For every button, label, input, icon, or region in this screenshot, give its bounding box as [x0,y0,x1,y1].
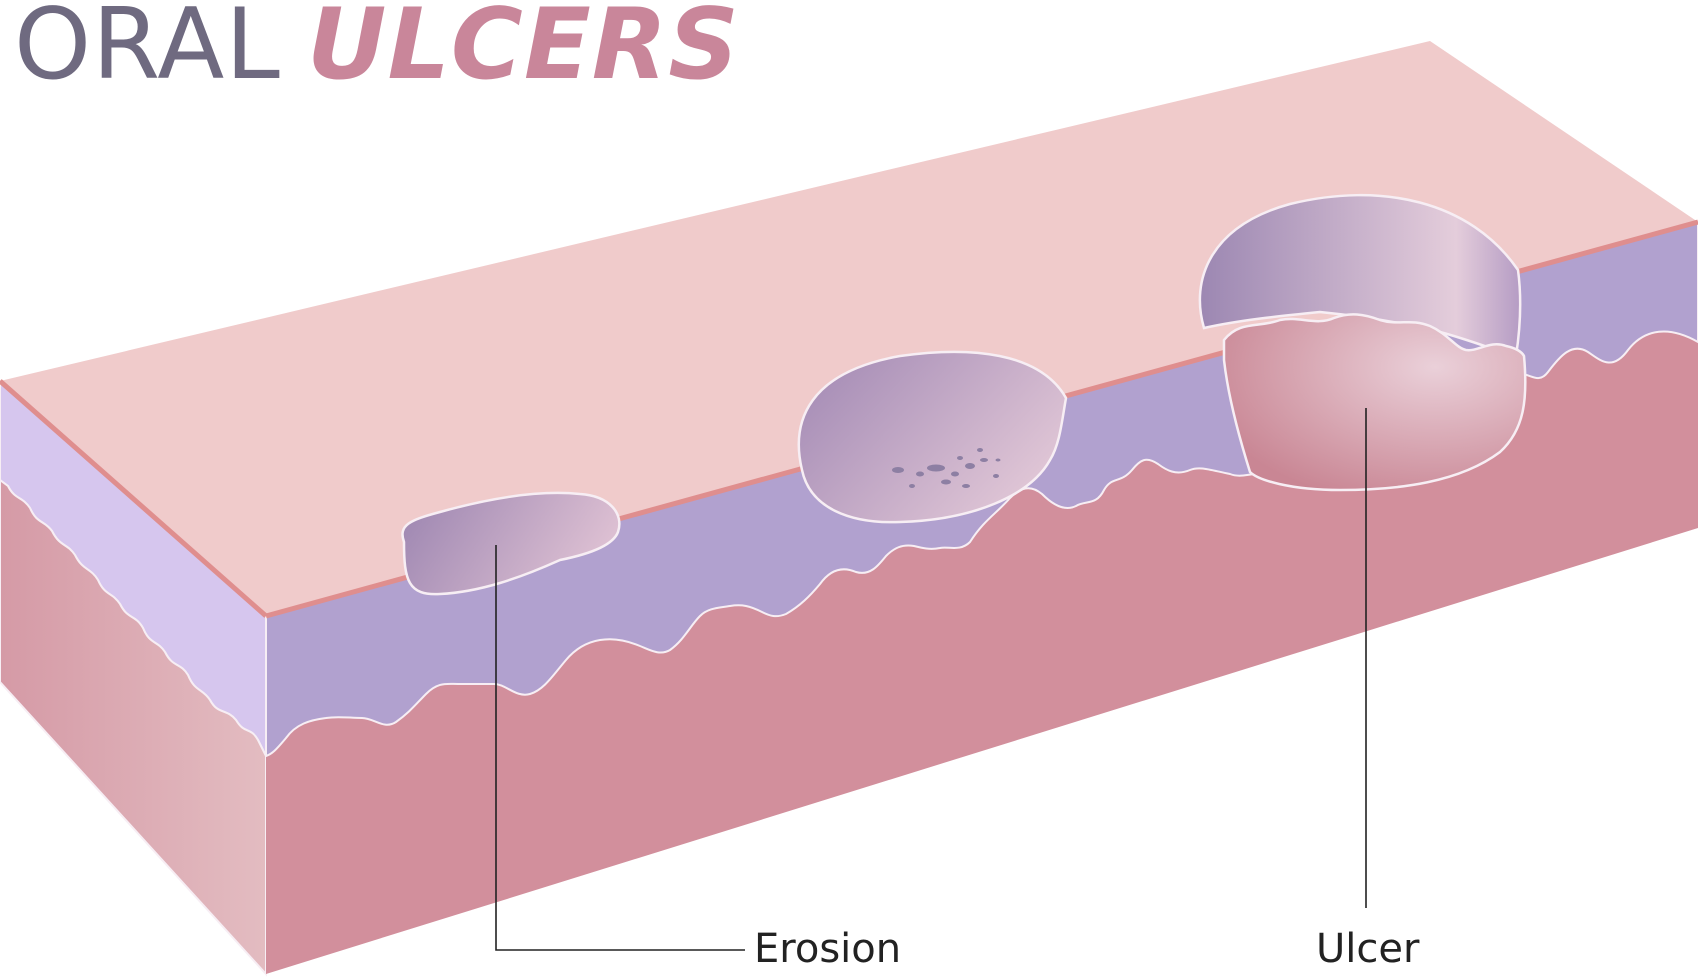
deep-erosion-lesion [797,350,1068,524]
ulcer-label: Ulcer [1316,926,1420,972]
side-connective-tissue [0,478,267,977]
erosion-lesion [401,491,621,596]
title-ulcers: ULCERS [306,0,740,102]
erosion-label: Erosion [754,926,901,972]
title-oral: ORAL [14,0,281,102]
erosion-leader-line [495,545,745,951]
lesion-speckles [892,448,1001,488]
ulcer-lesion [1222,313,1527,492]
ulcer-crater-wall [1198,194,1522,358]
surface-left-edge [0,379,268,618]
mucosal-surface [0,41,1698,616]
